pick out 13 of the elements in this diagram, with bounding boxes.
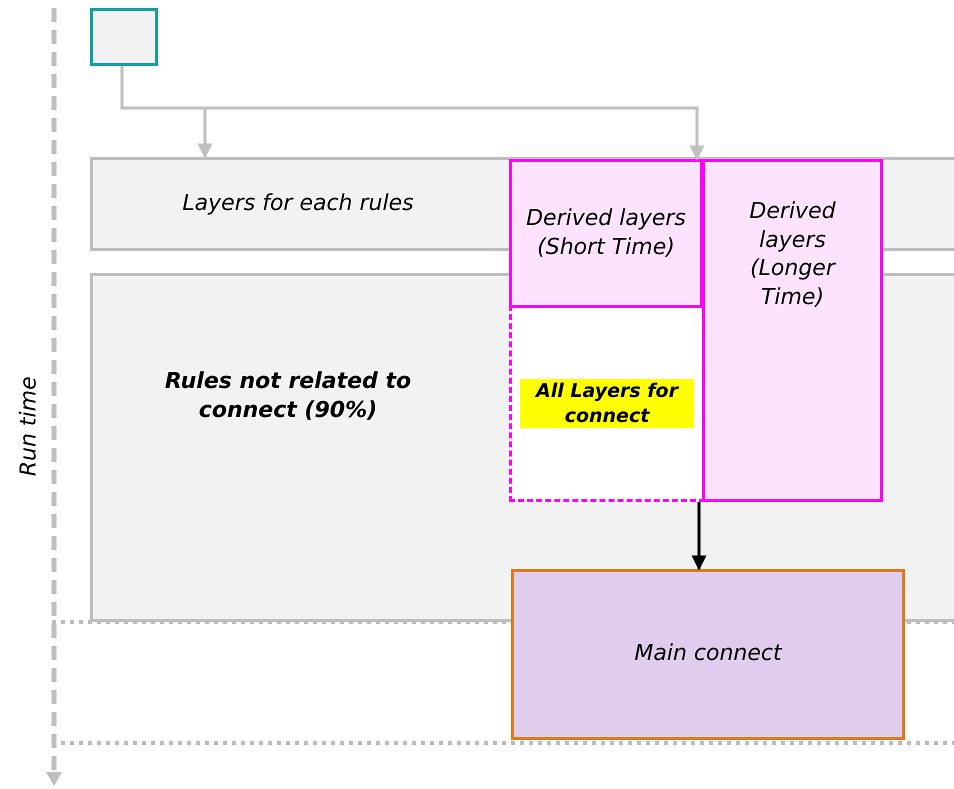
empty-box (90, 8, 158, 66)
derived-layer-box (509, 159, 703, 308)
node-label: Derived layers (Short Time) (525, 204, 687, 262)
dashed-box (509, 305, 705, 502)
node-label: Derived layers (Longer Time) (748, 198, 837, 312)
arrow (692, 502, 706, 570)
process-box (511, 569, 905, 740)
derived-layer-box (702, 159, 883, 502)
node-label: Layers for each rules (181, 190, 415, 218)
node-label: All Layers for connect (520, 378, 694, 428)
node-label: Main connect (633, 640, 784, 668)
node-label: Rules not related to connect (90%) (164, 368, 412, 425)
axis-label: Run time (16, 375, 43, 478)
